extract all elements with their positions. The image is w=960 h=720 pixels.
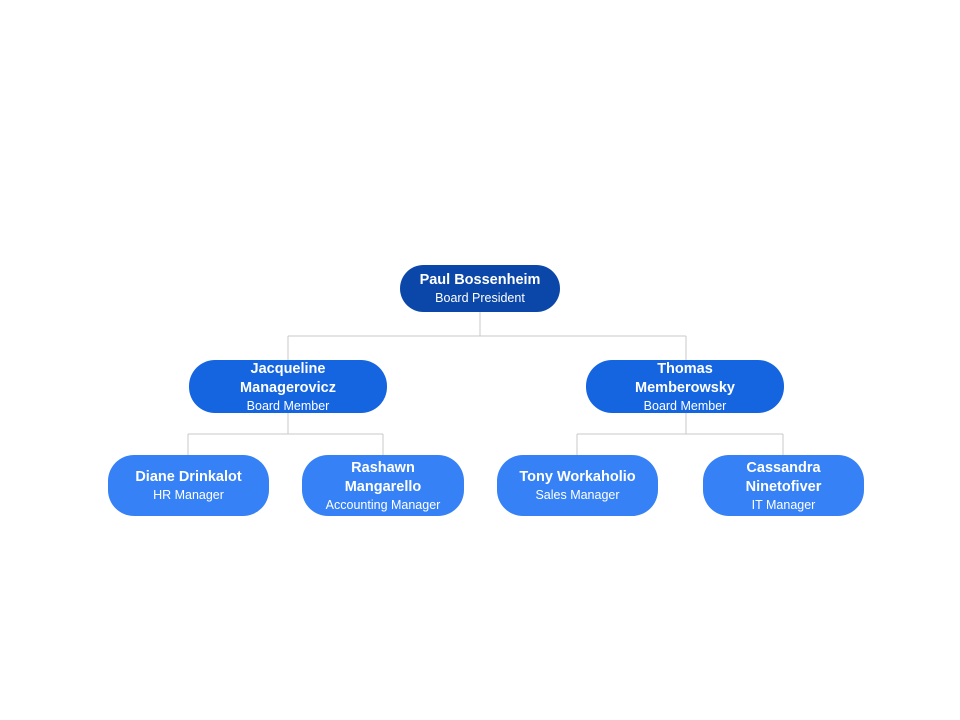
connector-president (287, 312, 687, 360)
node-role: Sales Manager (535, 488, 620, 502)
node-role: Board President (435, 291, 525, 305)
node-jacqueline-managerovicz[interactable]: Jacqueline Managerovicz Board Member (189, 360, 387, 413)
node-name: Diane Drinkalot (135, 469, 242, 485)
connector-member1 (187, 413, 384, 455)
node-rashawn-mangarello[interactable]: Rashawn Mangarello Accounting Manager (302, 455, 464, 516)
connector-member2 (576, 413, 784, 455)
node-thomas-memberowsky[interactable]: Thomas Memberowsky Board Member (586, 360, 784, 413)
node-tony-workaholio[interactable]: Tony Workaholio Sales Manager (497, 455, 658, 516)
node-name: Paul Bossenheim (419, 272, 541, 288)
node-name: Cassandra Ninetofiver (745, 459, 822, 495)
node-role: IT Manager (751, 497, 816, 512)
node-role: HR Manager (153, 488, 224, 502)
node-role: Board Member (246, 398, 330, 413)
node-paul-bossenheim[interactable]: Paul Bossenheim Board President (400, 265, 560, 312)
node-role: Board Member (643, 398, 727, 413)
node-name: Jacqueline Managerovicz (240, 360, 336, 396)
node-name: Rashawn Mangarello (344, 459, 422, 495)
node-cassandra-ninetofiver[interactable]: Cassandra Ninetofiver IT Manager (703, 455, 864, 516)
node-name: Thomas Memberowsky (635, 360, 735, 396)
node-role: Accounting Manager (325, 497, 441, 512)
node-diane-drinkalot[interactable]: Diane Drinkalot HR Manager (108, 455, 269, 516)
node-name: Tony Workaholio (519, 469, 636, 485)
